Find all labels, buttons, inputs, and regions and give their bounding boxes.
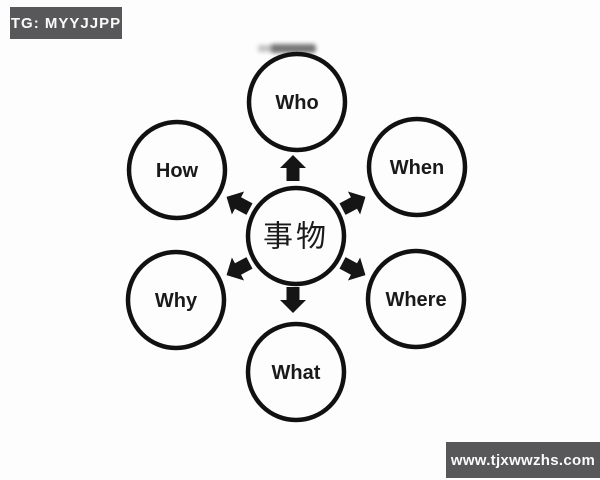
why-circle bbox=[125, 249, 227, 351]
who-label: Who bbox=[275, 92, 318, 114]
node-why: Why bbox=[125, 249, 227, 351]
smudge-dark bbox=[271, 44, 316, 53]
where-label: Where bbox=[385, 289, 446, 311]
what-circle bbox=[245, 321, 347, 423]
when-circle bbox=[366, 116, 468, 218]
who-circle bbox=[246, 51, 348, 153]
watermark-site-badge: www.tjxwwzhs.com bbox=[446, 442, 600, 478]
smudge-light bbox=[258, 45, 274, 52]
node-where: Where bbox=[365, 248, 467, 350]
arrow-lower-right-icon bbox=[339, 257, 366, 281]
where-circle bbox=[365, 248, 467, 350]
center-circle bbox=[245, 185, 347, 287]
how-label: How bbox=[156, 160, 199, 182]
node-center: 事物 bbox=[245, 185, 347, 287]
why-label: Why bbox=[155, 290, 198, 312]
arrow-down-icon bbox=[280, 287, 306, 313]
node-when: When bbox=[366, 116, 468, 218]
how-circle bbox=[126, 119, 228, 221]
node-how: How bbox=[126, 119, 228, 221]
blurred-smudge-artifact bbox=[258, 44, 316, 53]
watermark-tg-badge: TG: MYYJJPP bbox=[10, 7, 122, 39]
when-label: When bbox=[390, 157, 444, 179]
arrows bbox=[226, 155, 366, 313]
what-label: What bbox=[272, 362, 321, 384]
arrow-up-icon bbox=[280, 155, 306, 181]
arrow-lower-left-icon bbox=[226, 257, 253, 281]
center-label: 事物 bbox=[263, 220, 329, 255]
arrow-upper-left-icon bbox=[226, 191, 253, 215]
node-what: What bbox=[245, 321, 347, 423]
node-who: Who bbox=[246, 51, 348, 153]
arrow-upper-right-icon bbox=[339, 191, 366, 215]
